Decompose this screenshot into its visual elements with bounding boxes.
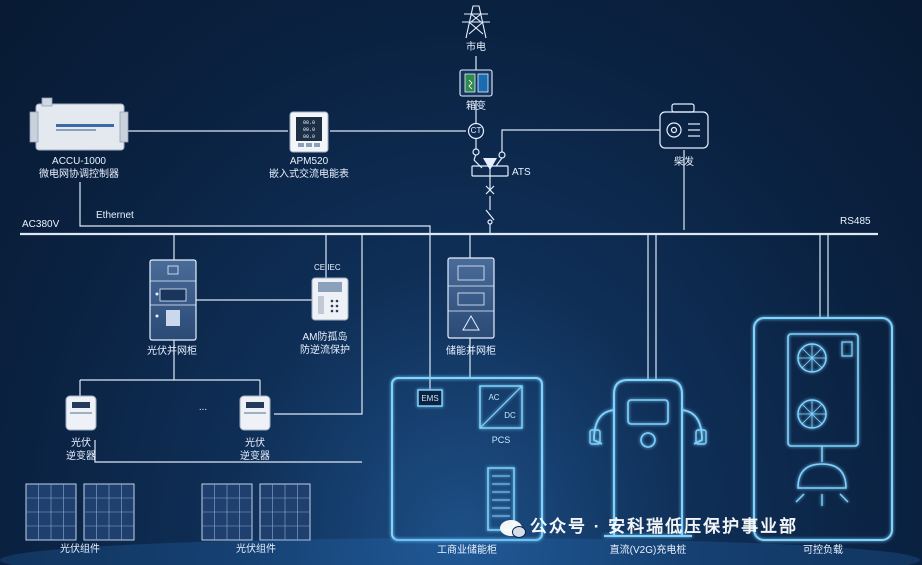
label-inverter-2b: 逆变器 [240, 451, 270, 462]
label-charger: 直流(V2G)充电桩 [609, 545, 687, 556]
label-anti-island-1: AM防孤岛 [302, 332, 348, 343]
label-grid: 市电 [466, 42, 486, 53]
label-ac-bus: AC380V [22, 219, 60, 230]
label-pv-module-2: 光伏组件 [236, 544, 276, 555]
apm520-meter-device: 00.0 00.0 00.0 [289, 111, 329, 153]
meter-display-2: 00.0 [303, 127, 315, 133]
anti-islanding-device [311, 277, 349, 321]
pv-module-group-1 [25, 483, 135, 541]
wiring [20, 56, 878, 463]
label-controller-desc: 微电网协调控制器 [39, 169, 119, 180]
power-tower-icon [462, 5, 490, 39]
ats-switch-icon [471, 148, 509, 225]
label-inverter-1a: 光伏 [71, 438, 91, 449]
watermark: 公众号 · 安科瑞低压保护事业部 [500, 512, 799, 538]
label-rs485: RS485 [840, 216, 871, 227]
controllable-load [753, 317, 893, 541]
diesel-generator-icon [659, 103, 709, 149]
pv-inverter-1 [65, 395, 97, 431]
watermark-text: 公众号 · 安科瑞低压保护事业部 [530, 517, 799, 536]
label-pv-cabinet: 光伏并网柜 [147, 346, 197, 357]
label-inverter-1b: 逆变器 [66, 451, 96, 462]
meter-display-3: 00.0 [303, 134, 315, 140]
label-ems: EMS [421, 394, 439, 403]
label-ce-mark: CE IEC [314, 263, 341, 272]
label-ct: CT [470, 126, 482, 135]
pv-module-group-2 [201, 483, 311, 541]
bottom-glow [0, 538, 920, 565]
label-pcs: PCS [491, 435, 511, 445]
pv-grid-cabinet [149, 259, 197, 341]
label-dc: DC [504, 411, 516, 420]
ct-sensor-icon [467, 122, 485, 140]
meter-display-1: 00.0 [303, 120, 315, 126]
label-storage: 工商业储能柜 [437, 545, 497, 556]
pv-inverter-2 [239, 395, 271, 431]
label-diesel: 柴发 [674, 157, 694, 168]
label-ethernet: Ethernet [96, 210, 134, 221]
label-ellipsis: ... [198, 402, 208, 413]
label-load: 可控负载 [803, 545, 843, 556]
label-storage-cabinet: 储能并网柜 [446, 346, 496, 357]
label-controller-model: ACCU-1000 [52, 156, 106, 167]
accu-controller-device [29, 97, 129, 151]
wechat-icon [500, 519, 526, 538]
label-meter-model: APM520 [289, 156, 329, 167]
label-pv-module-1: 光伏组件 [60, 544, 100, 555]
label-ac: AC [488, 393, 500, 402]
v2g-charger [589, 379, 707, 537]
label-meter-desc: 嵌入式交流电能表 [269, 169, 349, 180]
label-ats: ATS [512, 167, 531, 178]
storage-grid-cabinet [447, 257, 495, 339]
label-anti-island-2: 防逆流保护 [300, 345, 350, 356]
transformer-box-icon [459, 69, 493, 97]
label-transformer: 箱变 [466, 101, 486, 112]
label-inverter-2a: 光伏 [245, 438, 265, 449]
